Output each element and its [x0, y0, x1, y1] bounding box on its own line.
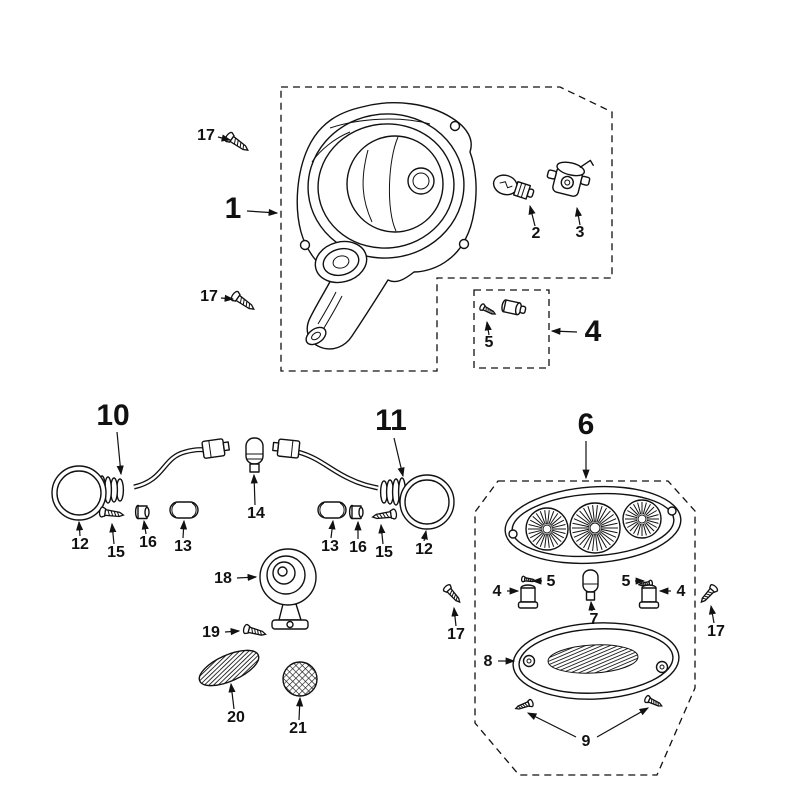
screw-9-left — [514, 698, 535, 713]
screw-15-right — [371, 508, 398, 523]
callout-part-10: 10 — [96, 399, 129, 432]
nut-16-left — [136, 506, 149, 519]
screw-9-right — [643, 694, 664, 710]
bulb-socket-drawing — [544, 151, 594, 199]
screw-17-mid — [229, 289, 258, 315]
callout-part-16-right: 16 — [349, 539, 367, 556]
callout-part-4-right: 4 — [677, 583, 686, 600]
callout-part-3: 3 — [576, 224, 585, 241]
callout-part-17-c: 17 — [447, 626, 465, 643]
screw-15-left — [98, 506, 125, 521]
hardware-group-4 — [474, 290, 549, 368]
callout-part-11: 11 — [375, 404, 407, 437]
callout-part-4: 4 — [585, 315, 602, 348]
tail-light-base-drawing — [511, 619, 681, 704]
leader-lines — [76, 134, 717, 737]
rubber-sleeve-13-left — [170, 502, 198, 518]
screw-19 — [242, 623, 268, 640]
signal-bulb-drawing — [246, 438, 263, 472]
callout-part-5: 5 — [485, 334, 494, 351]
headlight-housing-drawing — [297, 103, 476, 349]
callout-part-20: 20 — [227, 709, 245, 726]
callout-part-1: 1 — [225, 192, 242, 225]
callout-part-17-a: 17 — [197, 127, 215, 144]
callout-part-6: 6 — [578, 408, 595, 441]
callouts: 1 17 17 2 3 4 5 10 11 6 12 15 16 13 14 1… — [71, 127, 725, 750]
callout-part-17-d: 17 — [707, 623, 725, 640]
callout-part-12-right: 12 — [415, 541, 433, 558]
screw-17-box6-left — [441, 583, 464, 606]
callout-part-18: 18 — [214, 570, 232, 587]
callout-part-8: 8 — [484, 653, 493, 670]
callout-part-9: 9 — [582, 733, 591, 750]
tail-light-lens-drawing — [503, 481, 684, 569]
turn-signal-right-drawing — [272, 438, 454, 529]
headlight-bulb-drawing — [491, 172, 536, 203]
screw-17-box6-right — [697, 583, 720, 606]
callout-part-15-right: 15 — [375, 544, 393, 561]
headlight-group-frame — [281, 87, 612, 371]
mesh-disc-drawing — [283, 662, 317, 696]
callout-part-16-left: 16 — [139, 534, 157, 551]
callout-part-5-right: 5 — [622, 573, 631, 590]
tail-light-group-frame — [475, 481, 695, 775]
callout-part-13-right: 13 — [321, 538, 339, 555]
callout-part-14: 14 — [247, 505, 265, 522]
screw-17-top — [223, 130, 252, 156]
callout-part-19: 19 — [202, 624, 220, 641]
rubber-sleeve-13-right — [318, 502, 346, 518]
socket-4-right — [640, 585, 659, 608]
horn-drawing — [260, 549, 316, 629]
nut-16-right — [350, 506, 363, 519]
callout-part-17-b: 17 — [200, 288, 218, 305]
callout-part-7: 7 — [590, 611, 599, 628]
screw-5-left — [520, 575, 536, 584]
callout-part-15-left: 15 — [107, 544, 125, 561]
callout-part-5-left: 5 — [547, 573, 556, 590]
callout-part-21: 21 — [289, 720, 307, 737]
callout-part-4-left: 4 — [493, 583, 502, 600]
mesh-strip-drawing — [194, 643, 263, 693]
turn-signal-left-drawing — [52, 438, 230, 520]
callout-part-13-left: 13 — [174, 538, 192, 555]
callout-part-2: 2 — [532, 225, 541, 242]
callout-part-12-left: 12 — [71, 536, 89, 553]
socket-4-left — [519, 585, 538, 608]
tail-bulb-7-drawing — [583, 570, 598, 600]
